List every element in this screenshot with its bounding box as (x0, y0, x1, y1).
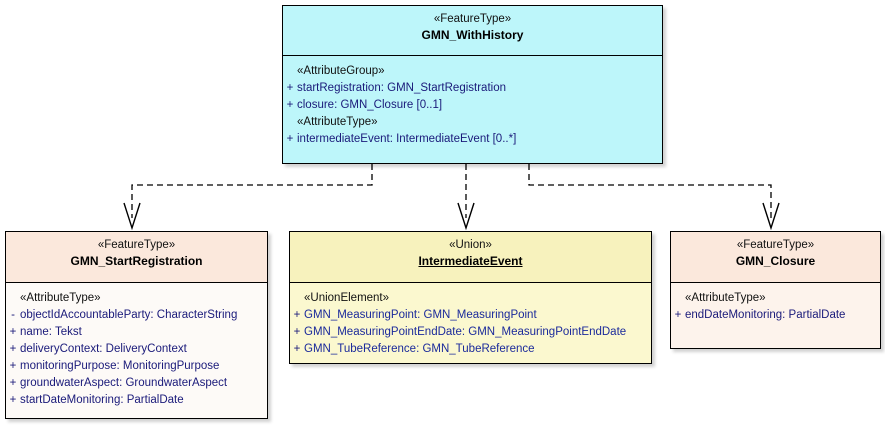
class-header-gmn-withhistory: «FeatureType» GMN_WithHistory (283, 6, 662, 56)
attribute-text: deliveryContext: DeliveryContext (20, 343, 187, 355)
attribute-visibility: + (293, 343, 301, 355)
class-box-intermediateevent[interactable]: «Union» IntermediateEvent «UnionElement»… (289, 231, 652, 364)
attribute-row[interactable]: + closure: GMN_Closure [0..1] (283, 97, 662, 114)
attribute-visibility: + (293, 309, 301, 321)
attribute-visibility: + (674, 309, 682, 321)
compartment-group-label: «AttributeType» (297, 116, 378, 128)
class-header-intermediateevent: «Union» IntermediateEvent (290, 232, 651, 283)
compartment-group-label: «AttributeType» (20, 292, 101, 304)
class-box-gmn-withhistory[interactable]: «FeatureType» GMN_WithHistory «Attribute… (282, 5, 663, 164)
class-box-gmn-closure[interactable]: «FeatureType» GMN_Closure «AttributeType… (670, 231, 881, 349)
attribute-text: monitoringPurpose: MonitoringPurpose (20, 360, 220, 372)
attribute-row[interactable]: + endDateMonitoring: PartialDate (671, 307, 880, 324)
attribute-row[interactable]: + GMN_MeasuringPoint: GMN_MeasuringPoint (290, 307, 651, 324)
class-body-intermediateevent: «UnionElement» + GMN_MeasuringPoint: GMN… (290, 283, 651, 363)
attribute-row[interactable]: + deliveryContext: DeliveryContext (6, 341, 267, 358)
class-name: GMN_Closure (735, 254, 816, 268)
attribute-text: GMN_TubeReference: GMN_TubeReference (304, 343, 535, 355)
attribute-row[interactable]: + startDateMonitoring: PartialDate (6, 392, 267, 409)
attribute-text: endDateMonitoring: PartialDate (685, 309, 846, 321)
attribute-visibility: + (286, 133, 294, 145)
connector-dependency-to-intermediateevent (457, 164, 475, 231)
attribute-visibility: + (9, 343, 17, 355)
class-body-gmn-closure: «AttributeType» + endDateMonitoring: Par… (671, 283, 880, 348)
attribute-row[interactable]: + groundwaterAspect: GroundwaterAspect (6, 375, 267, 392)
attribute-visibility: - (11, 309, 15, 321)
class-box-gmn-startregistration[interactable]: «FeatureType» GMN_StartRegistration «Att… (5, 231, 268, 419)
class-name: GMN_StartRegistration (70, 254, 203, 268)
compartment-group-label: «AttributeType» (685, 292, 766, 304)
connector-dependency-to-startregistration (123, 164, 373, 231)
attribute-text: GMN_MeasuringPointEndDate: GMN_Measuring… (304, 326, 627, 338)
attribute-visibility: + (9, 326, 17, 338)
attribute-visibility: + (9, 394, 17, 406)
attribute-row[interactable]: + startRegistration: GMN_StartRegistrati… (283, 80, 662, 97)
connector-dependency-to-closure (528, 164, 780, 231)
attribute-row[interactable]: - objectIdAccountableParty: CharacterStr… (6, 307, 267, 324)
class-body-gmn-startregistration: «AttributeType» - objectIdAccountablePar… (6, 283, 267, 418)
class-name: GMN_WithHistory (421, 28, 524, 42)
attribute-visibility: + (9, 377, 17, 389)
attribute-text: startDateMonitoring: PartialDate (20, 394, 184, 406)
attribute-text: GMN_MeasuringPoint: GMN_MeasuringPoint (304, 309, 537, 321)
class-name: IntermediateEvent (418, 254, 523, 268)
attribute-text: name: Tekst (20, 326, 82, 338)
class-stereotype: «FeatureType» (736, 239, 815, 251)
attribute-visibility: + (286, 82, 294, 94)
attribute-row[interactable]: + GMN_MeasuringPointEndDate: GMN_Measuri… (290, 324, 651, 341)
attribute-text: closure: GMN_Closure [0..1] (297, 99, 443, 111)
class-stereotype: «FeatureType» (97, 239, 176, 251)
class-stereotype: «FeatureType» (433, 13, 512, 25)
attribute-text: objectIdAccountableParty: CharacterStrin… (20, 309, 238, 321)
attribute-visibility: + (293, 326, 301, 338)
compartment-group-label: «UnionElement» (304, 292, 390, 304)
attribute-visibility: + (286, 99, 294, 111)
attribute-visibility: + (9, 360, 17, 372)
class-stereotype: «Union» (449, 239, 492, 251)
class-body-gmn-withhistory: «AttributeGroup» + startRegistration: GM… (283, 56, 662, 163)
compartment-group-label: «AttributeGroup» (297, 65, 385, 77)
attribute-text: intermediateEvent: IntermediateEvent [0.… (297, 133, 517, 145)
class-header-gmn-startregistration: «FeatureType» GMN_StartRegistration (6, 232, 267, 283)
class-header-gmn-closure: «FeatureType» GMN_Closure (671, 232, 880, 283)
attribute-row[interactable]: + intermediateEvent: IntermediateEvent [… (283, 131, 662, 148)
attribute-row[interactable]: + GMN_TubeReference: GMN_TubeReference (290, 341, 651, 358)
attribute-text: startRegistration: GMN_StartRegistration (297, 82, 506, 94)
attribute-text: groundwaterAspect: GroundwaterAspect (20, 377, 228, 389)
attribute-row[interactable]: + monitoringPurpose: MonitoringPurpose (6, 358, 267, 375)
attribute-row[interactable]: + name: Tekst (6, 324, 267, 341)
